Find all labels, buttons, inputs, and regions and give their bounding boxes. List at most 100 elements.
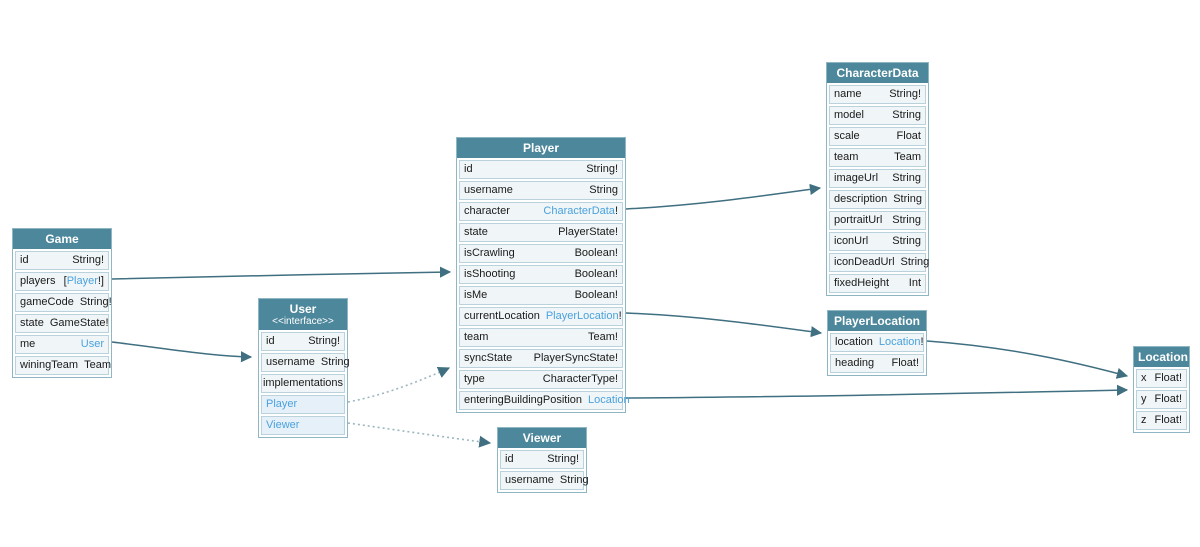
type-text: String!	[308, 335, 340, 347]
type-link[interactable]: Location	[588, 394, 630, 406]
node-header-playerlocation[interactable]: PlayerLocation	[828, 311, 926, 331]
field-name: scale	[834, 130, 860, 142]
edge-user-implementation-player	[347, 366, 451, 403]
field-type: Float!	[1154, 393, 1182, 406]
type-text: Float!	[1154, 393, 1182, 405]
type-text: String	[900, 256, 930, 268]
type-text: Boolean!	[574, 289, 618, 301]
type-link[interactable]: PlayerLocation	[545, 310, 619, 322]
field-name: name	[834, 88, 862, 100]
field-row[interactable]: x Float!	[1136, 369, 1187, 388]
field-type: Float!	[1154, 372, 1182, 385]
type-link[interactable]: Location	[878, 336, 921, 348]
field-type: String	[321, 356, 350, 369]
field-name: fixedHeight	[834, 277, 890, 289]
node-header-location[interactable]: Location	[1134, 347, 1189, 367]
field-row[interactable]: currentLocation PlayerLocation!	[459, 307, 623, 326]
field-row[interactable]: type CharacterType!	[459, 370, 623, 389]
type-link[interactable]: User	[80, 338, 104, 350]
type-link[interactable]: CharacterData	[543, 205, 615, 217]
edge-player-currentlocation-to-playerlocation	[625, 312, 823, 338]
field-name: iconUrl	[834, 235, 869, 247]
field-type: Team	[894, 151, 921, 164]
field-type: String	[893, 193, 922, 206]
type-text: !	[618, 310, 622, 322]
field-row[interactable]: players[Player!]	[15, 272, 109, 291]
type-link[interactable]: Player	[266, 398, 298, 410]
type-text: Boolean!	[574, 247, 618, 259]
field-row[interactable]: Player	[261, 395, 345, 414]
type-text: PlayerState!	[558, 226, 618, 238]
field-name: z	[1141, 414, 1147, 426]
node-header-characterdata[interactable]: CharacterData	[827, 63, 928, 83]
field-type: Team!	[588, 331, 618, 344]
field-type: Float!	[1154, 414, 1182, 427]
type-link[interactable]: Viewer	[266, 419, 300, 431]
field-row[interactable]: name String!	[829, 85, 926, 104]
field-type: [Player!]	[64, 275, 104, 288]
field-type: String!	[80, 296, 112, 309]
field-name: syncState	[464, 352, 513, 364]
node-header-player[interactable]: Player	[457, 138, 625, 158]
field-name: state	[20, 317, 44, 329]
field-row[interactable]: z Float!	[1136, 411, 1187, 430]
node-title: Viewer	[522, 431, 562, 445]
field-row[interactable]: Viewer	[261, 416, 345, 435]
field-name: winingTeam	[20, 359, 79, 371]
node-header-user[interactable]: User <<interface>>	[259, 299, 347, 330]
field-type: String	[892, 172, 921, 185]
node-header-viewer[interactable]: Viewer	[498, 428, 586, 448]
field-type: Boolean!	[575, 289, 618, 302]
type-text: Float!	[1154, 372, 1182, 384]
node-title: Game	[45, 232, 79, 246]
field-type: String!	[889, 88, 921, 101]
node-header-game[interactable]: Game	[13, 229, 111, 249]
type-text: String	[893, 193, 922, 205]
field-type: CharacterType!	[543, 373, 618, 386]
type-link[interactable]: Player	[66, 275, 98, 287]
field-name: currentLocation	[464, 310, 540, 322]
field-name: x	[1141, 372, 1147, 384]
field-name: id	[20, 254, 29, 266]
implementations-row[interactable]: implementations	[261, 374, 345, 393]
field-name: type	[464, 373, 485, 385]
field-row[interactable]: username String	[261, 353, 350, 372]
field-name: username	[266, 356, 315, 368]
node-title: PlayerLocation	[833, 314, 921, 328]
